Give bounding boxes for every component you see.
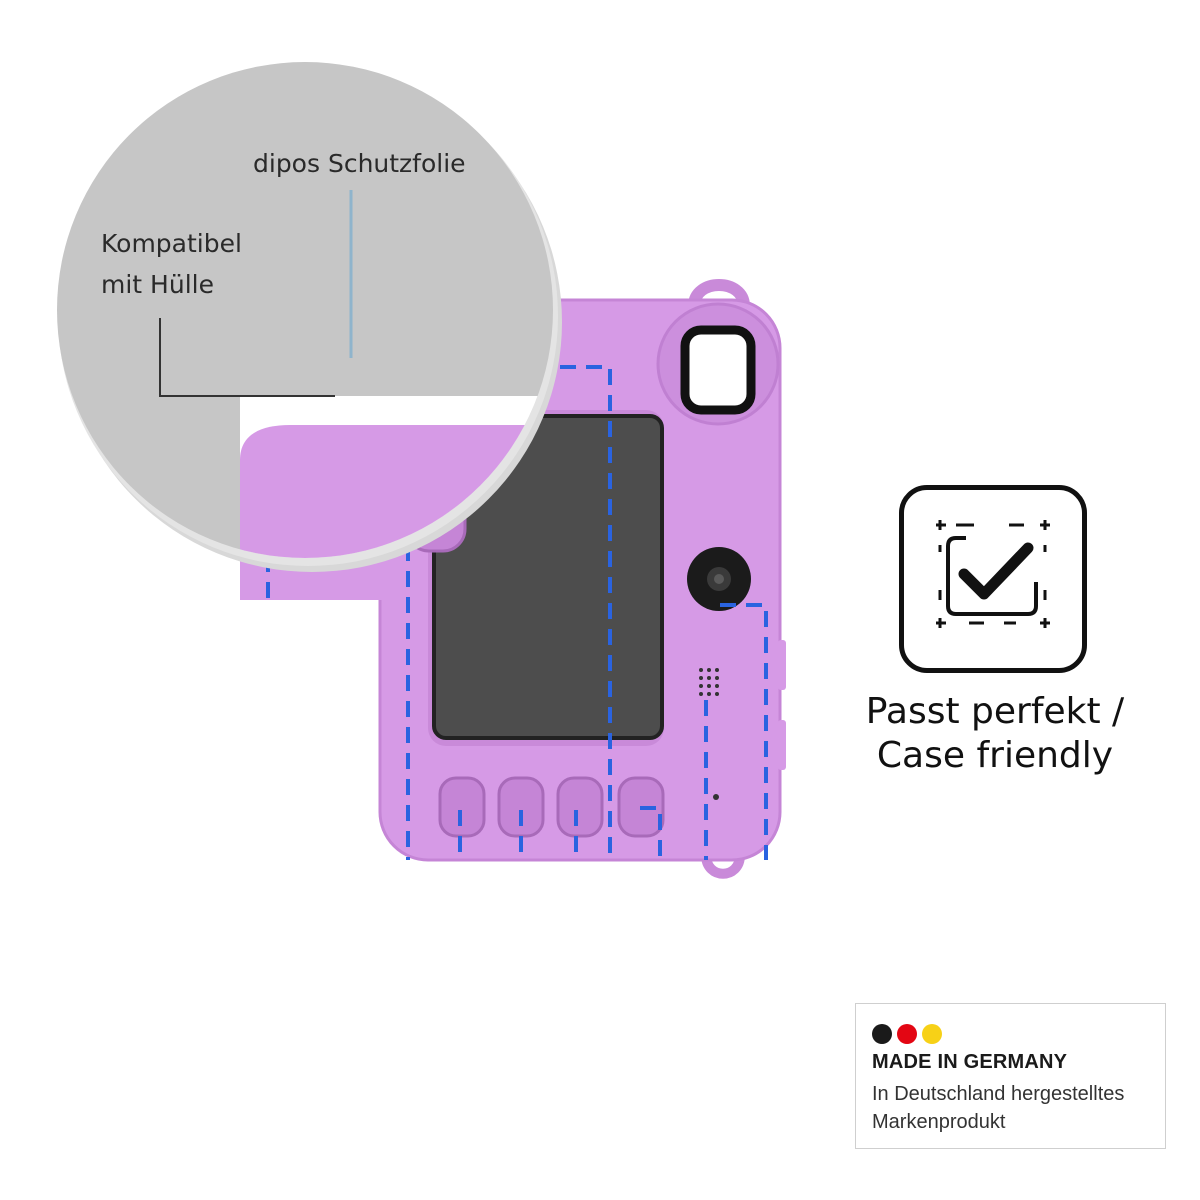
strap-loop-bottom bbox=[701, 854, 745, 879]
case-friendly-badge bbox=[899, 485, 1087, 673]
case-friendly-label: Passt perfekt / Case friendly bbox=[840, 690, 1150, 778]
flag-dot-red bbox=[897, 1024, 917, 1044]
made-in-germany-title: MADE IN GERMANY bbox=[872, 1051, 1068, 1073]
speaker-grille bbox=[699, 668, 719, 696]
made-in-germany-line1: In Deutschland hergestelltes bbox=[872, 1083, 1125, 1105]
checkmark-frame-icon bbox=[936, 520, 1050, 628]
flag-dot-gold bbox=[922, 1024, 942, 1044]
made-in-germany-subtitle: In Deutschland hergestelltes Markenprodu… bbox=[872, 1080, 1162, 1136]
case-friendly-line1: Passt perfekt / bbox=[865, 691, 1125, 732]
made-in-germany-line2: Markenprodukt bbox=[872, 1111, 1006, 1133]
callout-compatible-line2: mit Hülle bbox=[101, 270, 214, 299]
callout-line-case bbox=[159, 318, 335, 397]
callout-screen-protector: dipos Schutzfolie bbox=[253, 149, 466, 178]
bottom-button-3 bbox=[556, 776, 604, 838]
strap-loop-top bbox=[688, 279, 750, 307]
flag-dot-black bbox=[872, 1024, 892, 1044]
bottom-button-2 bbox=[497, 776, 545, 838]
bottom-button-1 bbox=[438, 776, 486, 838]
callout-compatible-line1: Kompatibel bbox=[101, 229, 242, 258]
case-friendly-line2: Case friendly bbox=[876, 735, 1114, 776]
zoom-detail-circle bbox=[57, 62, 562, 572]
made-in-germany-badge: MADE IN GERMANY In Deutschland hergestel… bbox=[855, 1003, 1166, 1149]
viewfinder-window bbox=[680, 325, 756, 415]
